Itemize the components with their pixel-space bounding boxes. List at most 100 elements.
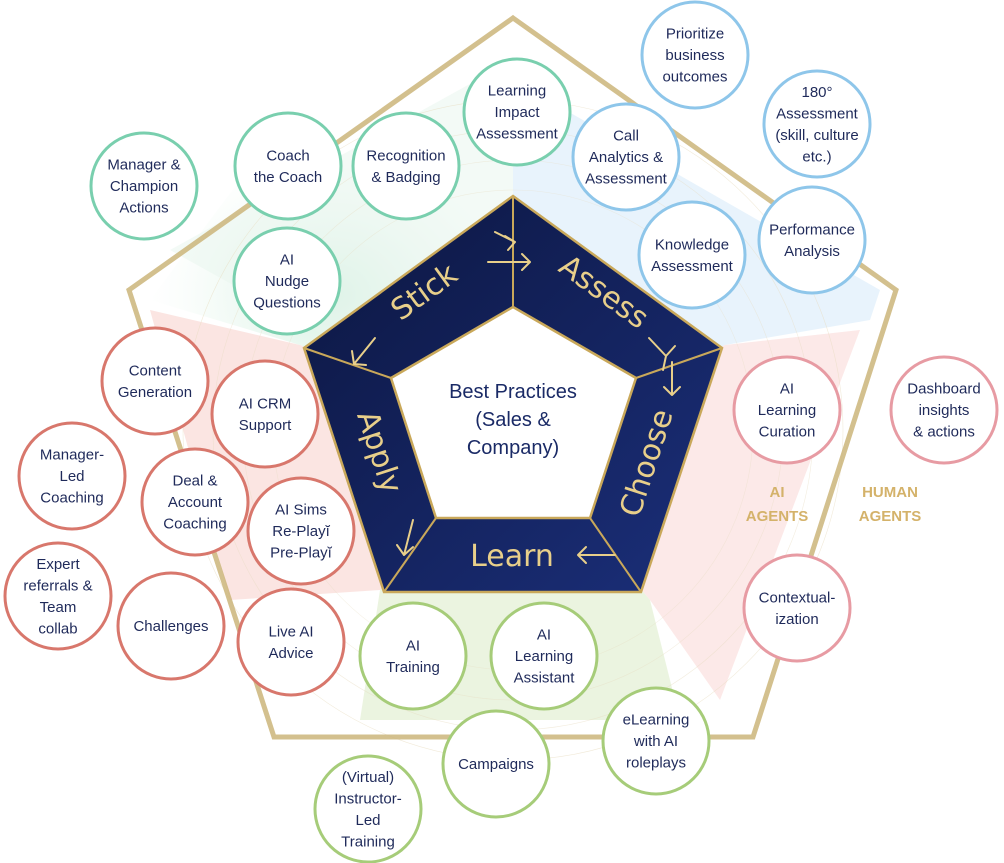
agent-labels: AI AGENTS HUMAN AGENTS: [746, 484, 922, 525]
bubble-label: Dashboard: [907, 381, 980, 398]
bubble-circle: [732, 355, 842, 465]
bubble-label: Pre-Playĭ: [270, 545, 333, 562]
bubble-contextual-ization: Contextual-ization: [742, 553, 852, 663]
center-line-2: (Sales &: [475, 409, 551, 431]
bubble-180-assessment-skill-culture-etc: 180° Assessment (skill, culture etc.): [762, 69, 872, 179]
bubble-circle: [210, 359, 320, 469]
bubble-circle: [742, 553, 852, 663]
bubble-label: AI Sims: [275, 502, 327, 519]
bubble-label: Coach: [266, 147, 309, 164]
bubble-label: 180°: [801, 84, 832, 101]
bubble-circle: [637, 200, 747, 310]
bubble-label: & Badging: [371, 169, 440, 186]
bubble-label: outcomes: [662, 69, 727, 86]
bubble-label: ization: [775, 611, 818, 628]
bubble-label: Analysis: [784, 243, 840, 260]
bubble-recognition-badging: Recognition & Badging: [351, 111, 461, 221]
flow-arrows: [351, 231, 681, 564]
bubble-circle: [757, 185, 867, 295]
bubble-circle: [351, 111, 461, 221]
bubble-label: Knowledge: [655, 236, 729, 253]
bubble-label: Learning: [515, 648, 573, 665]
bubble-label: Actions: [119, 200, 168, 217]
bubble-label: Assessment: [476, 126, 559, 143]
bubble-circle: [236, 587, 346, 697]
bubble-label: Performance: [769, 221, 855, 238]
bubble-label: AI CRM: [239, 395, 292, 412]
bubble-label: Recognition: [366, 147, 445, 164]
bubble-label: Coaching: [163, 516, 226, 533]
stage-label-learn: Learn: [470, 539, 554, 574]
bubble-circle: [17, 421, 127, 531]
bubble-circle: [358, 601, 468, 711]
bubble-circle: [116, 571, 226, 681]
bubble-label: Assessment: [585, 171, 668, 188]
bubble-circle: [571, 102, 681, 212]
bubble-label: AI: [780, 381, 794, 398]
bubble-label: Instructor-: [334, 790, 402, 807]
bubble-label: Call: [613, 128, 639, 145]
bubble-label: Nudge: [265, 273, 309, 290]
bubble-circle: [3, 541, 113, 651]
bubble-campaigns: Campaigns: [441, 709, 551, 819]
bubble-circle: [313, 754, 423, 863]
bubble-label: Support: [239, 417, 292, 434]
center-line-1: Best Practices: [449, 381, 577, 403]
bubble-circle: [462, 57, 572, 167]
bubble-circle: [140, 447, 250, 557]
bubble-circle: [233, 111, 343, 221]
bubble-label: insights: [919, 402, 970, 419]
bubble-label: Account: [168, 494, 223, 511]
bubble-circle: [889, 355, 999, 465]
bubble-label: Challenges: [133, 618, 208, 635]
bubble-label: (Virtual): [342, 769, 394, 786]
center-line-3: Company): [467, 437, 559, 459]
ring-inner: [389, 305, 638, 520]
bubble-label: AI: [280, 252, 294, 269]
bubble-label: Campaigns: [458, 756, 534, 773]
bubble-label: Assessment: [776, 105, 859, 122]
bubble-circle: [89, 131, 199, 241]
bubble-label: Contextual-: [759, 589, 836, 606]
bubble-label: Questions: [253, 295, 321, 312]
bubble-label: Generation: [118, 384, 192, 401]
bubble-label: Assistant: [514, 670, 576, 687]
human-agents-line-2: AGENTS: [859, 508, 922, 525]
bubble-label: Manager-: [40, 447, 104, 464]
bubble-label: Assessment: [651, 258, 734, 275]
bubble-label: Curation: [759, 424, 816, 441]
bubble-label: Learning: [488, 83, 546, 100]
bubble-label: roleplays: [626, 755, 686, 772]
bubble-label: Led: [355, 812, 380, 829]
bubble-label: etc.): [802, 148, 831, 165]
bubble-label: AI: [537, 627, 551, 644]
bubble-label: referrals &: [23, 577, 92, 594]
bubble-label: (skill, culture: [775, 127, 858, 144]
human-agents-line-1: HUMAN: [862, 484, 918, 501]
bubble-circle: [100, 326, 210, 436]
bubble-challenges: Challenges: [116, 571, 226, 681]
bubble-label: Manager &: [107, 157, 180, 174]
bubble-dashboard-insights-actions: Dashboard insights & actions: [889, 355, 999, 465]
bubble-label: Coaching: [40, 490, 103, 507]
bubble-label: & actions: [913, 424, 975, 441]
bubble-label: Champion: [110, 178, 178, 195]
bubble-label: Re-Playĭ: [272, 523, 330, 540]
